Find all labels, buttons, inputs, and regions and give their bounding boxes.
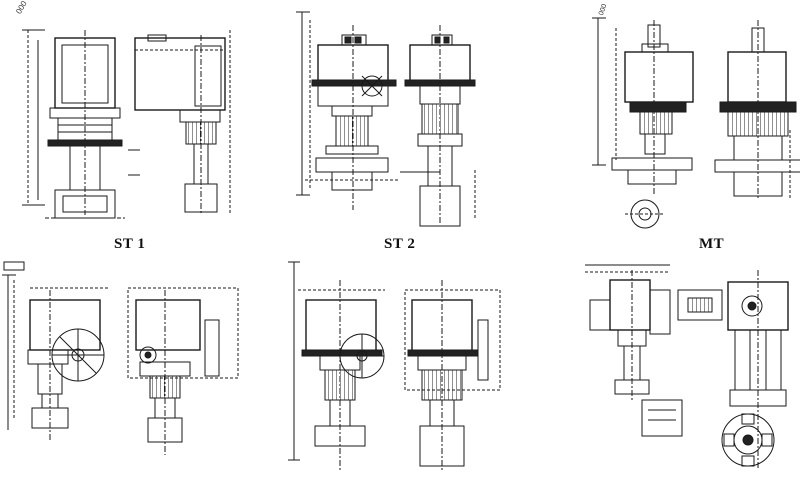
label-st1: ST 1: [114, 236, 146, 252]
svg-text:000: 000: [598, 3, 609, 16]
st1-handwheel-drawing: [2, 261, 239, 455]
mt-variant-drawing: [585, 264, 789, 470]
st2-drawing: [296, 11, 476, 227]
mt-drawing: 000: [592, 3, 800, 229]
svg-text:000: 000: [14, 0, 29, 15]
label-mt: MT: [699, 236, 725, 252]
label-st2: ST 2: [384, 236, 416, 252]
st1-drawing: 000: [14, 0, 231, 219]
st2-handwheel-drawing: [288, 261, 501, 470]
